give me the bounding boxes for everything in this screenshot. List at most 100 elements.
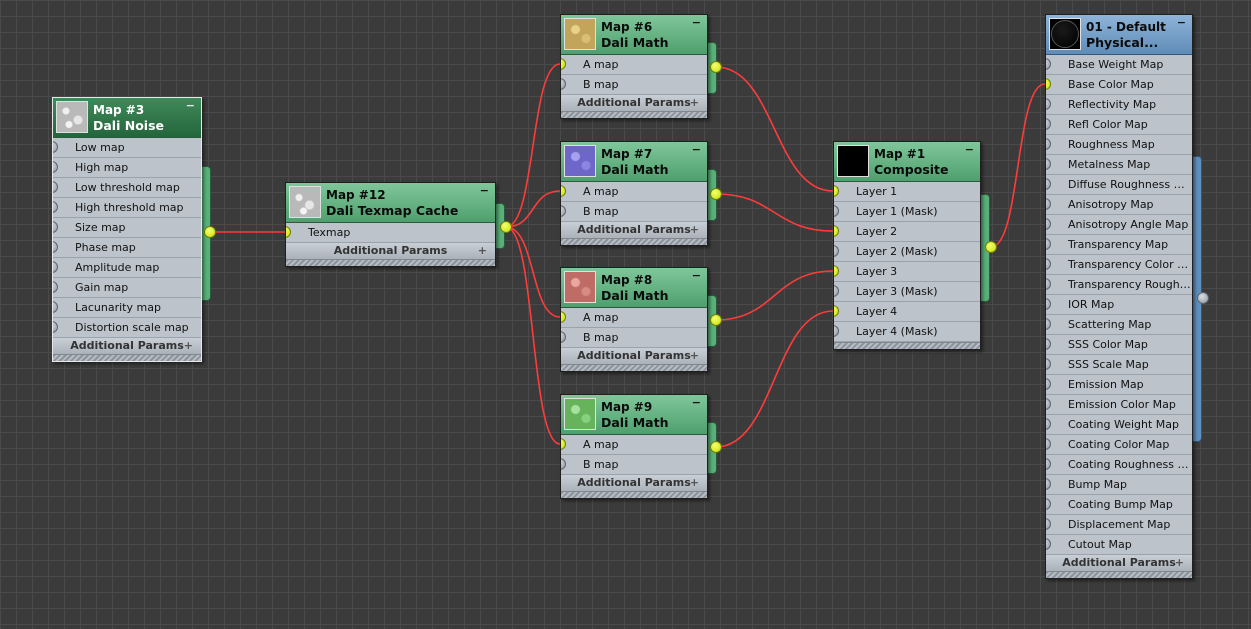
port-row[interactable]: Coating Bump Map [1046,495,1192,515]
port-row[interactable]: Anisotropy Angle Map [1046,215,1192,235]
wire-map6-to-map1[interactable] [715,66,834,192]
input-socket[interactable] [1046,58,1051,70]
input-socket[interactable] [1046,418,1051,430]
input-socket[interactable] [1046,158,1051,170]
output-socket-map8[interactable] [710,314,722,326]
port-row[interactable]: Size map [53,218,201,238]
resize-handle[interactable] [834,342,980,349]
wire-map12-to-map6[interactable] [505,63,561,228]
input-socket[interactable] [53,241,58,253]
input-socket[interactable] [53,181,58,193]
port-row[interactable]: Base Weight Map [1046,55,1192,75]
input-socket[interactable] [1046,358,1051,370]
input-socket[interactable] [1046,458,1051,470]
additional-params-button[interactable]: Additional Params+ [53,338,201,354]
additional-params-button[interactable]: Additional Params+ [561,475,707,491]
resize-handle[interactable] [53,354,201,361]
output-socket-map3[interactable] [204,226,216,238]
port-row[interactable]: Coating Color Map [1046,435,1192,455]
wire-map9-to-map1[interactable] [715,310,834,448]
input-socket[interactable] [834,225,839,237]
port-row[interactable]: Phase map [53,238,201,258]
input-socket[interactable] [561,331,566,343]
input-socket[interactable] [1046,178,1051,190]
input-socket[interactable] [1046,338,1051,350]
input-socket[interactable] [1046,278,1051,290]
input-socket[interactable] [834,325,839,337]
port-row[interactable]: Layer 4 (Mask) [834,322,980,342]
minimize-icon[interactable]: − [185,99,195,112]
input-socket[interactable] [834,285,839,297]
input-socket[interactable] [561,205,566,217]
port-row[interactable]: Emission Map [1046,375,1192,395]
additional-params-button[interactable]: Additional Params+ [561,348,707,364]
port-row[interactable]: High threshold map [53,198,201,218]
input-socket[interactable] [561,58,566,70]
input-socket[interactable] [1046,518,1051,530]
port-row[interactable]: IOR Map [1046,295,1192,315]
resize-handle[interactable] [1046,571,1192,578]
input-socket[interactable] [834,265,839,277]
port-row[interactable]: A map [561,182,707,202]
input-socket[interactable] [53,201,58,213]
port-row[interactable]: B map [561,202,707,222]
port-row[interactable]: Transparency Map [1046,235,1192,255]
output-socket-map1[interactable] [985,241,997,253]
port-row[interactable]: Layer 3 (Mask) [834,282,980,302]
resize-handle[interactable] [561,364,707,371]
output-socket-map7[interactable] [710,188,722,200]
port-row[interactable]: Metalness Map [1046,155,1192,175]
port-row[interactable]: B map [561,75,707,95]
port-row[interactable]: Layer 3 [834,262,980,282]
input-socket[interactable] [1046,258,1051,270]
minimize-icon[interactable]: − [1176,16,1186,29]
port-row[interactable]: Low threshold map [53,178,201,198]
port-row[interactable]: Amplitude map [53,258,201,278]
input-socket[interactable] [1046,298,1051,310]
additional-params-button[interactable]: Additional Params+ [561,95,707,111]
port-row[interactable]: High map [53,158,201,178]
input-socket[interactable] [561,311,566,323]
resize-handle[interactable] [561,238,707,245]
port-row[interactable]: Low map [53,138,201,158]
port-row[interactable]: A map [561,308,707,328]
input-socket[interactable] [53,301,58,313]
port-row[interactable]: Bump Map [1046,475,1192,495]
input-socket[interactable] [1046,138,1051,150]
minimize-icon[interactable]: − [691,143,701,156]
input-socket[interactable] [1046,78,1051,90]
input-socket[interactable] [1046,378,1051,390]
input-socket[interactable] [834,245,839,257]
input-socket[interactable] [834,205,839,217]
minimize-icon[interactable]: − [479,184,489,197]
minimize-icon[interactable]: − [691,396,701,409]
output-socket-map9[interactable] [710,441,722,453]
additional-params-button[interactable]: Additional Params+ [1046,555,1192,571]
input-socket[interactable] [834,185,839,197]
input-socket[interactable] [561,438,566,450]
input-socket[interactable] [53,161,58,173]
input-socket[interactable] [53,261,58,273]
additional-params-button[interactable]: Additional Params+ [286,243,495,259]
minimize-icon[interactable]: − [691,269,701,282]
port-row[interactable]: Layer 4 [834,302,980,322]
port-row[interactable]: SSS Color Map [1046,335,1192,355]
port-row[interactable]: Emission Color Map [1046,395,1192,415]
input-socket[interactable] [561,78,566,90]
minimize-icon[interactable]: − [691,16,701,29]
port-row[interactable]: B map [561,328,707,348]
wire-map1-to-mat01[interactable] [990,83,1046,248]
port-row[interactable]: Layer 2 [834,222,980,242]
port-row[interactable]: Layer 1 [834,182,980,202]
wire-map12-to-map9[interactable] [505,226,561,445]
input-socket[interactable] [286,226,291,238]
output-socket-map12[interactable] [500,221,512,233]
port-row[interactable]: Coating Roughness Map [1046,455,1192,475]
port-row[interactable]: Distortion scale map [53,318,201,338]
